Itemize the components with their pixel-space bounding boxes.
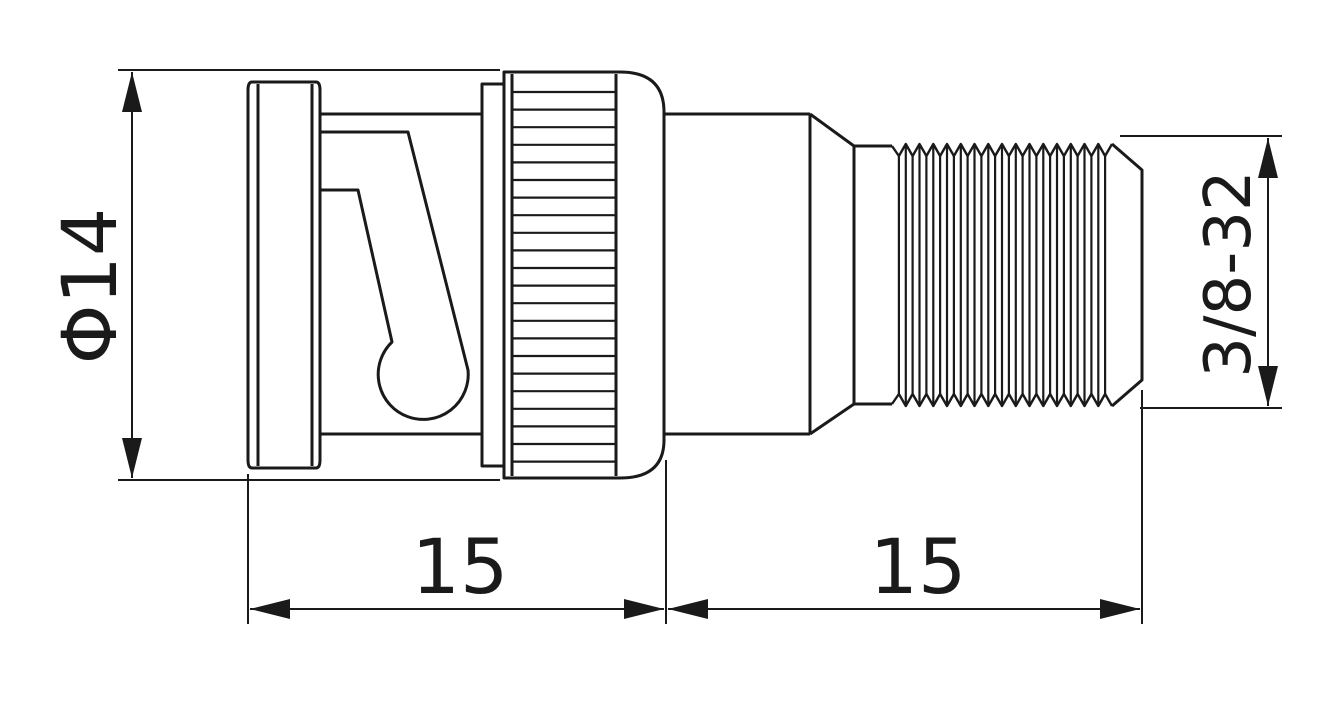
knurled-coupling-nut bbox=[480, 70, 666, 480]
left-length-label: 15 bbox=[412, 522, 509, 611]
diameter-label: Φ14 bbox=[45, 208, 134, 365]
barrel-body bbox=[664, 112, 892, 436]
right-length-label: 15 bbox=[870, 522, 967, 611]
thread-label: 3/8-32 bbox=[1192, 170, 1266, 378]
dimension-lines bbox=[118, 69, 1282, 624]
bayonet-sleeve bbox=[246, 80, 482, 470]
threaded-end bbox=[891, 142, 1144, 408]
